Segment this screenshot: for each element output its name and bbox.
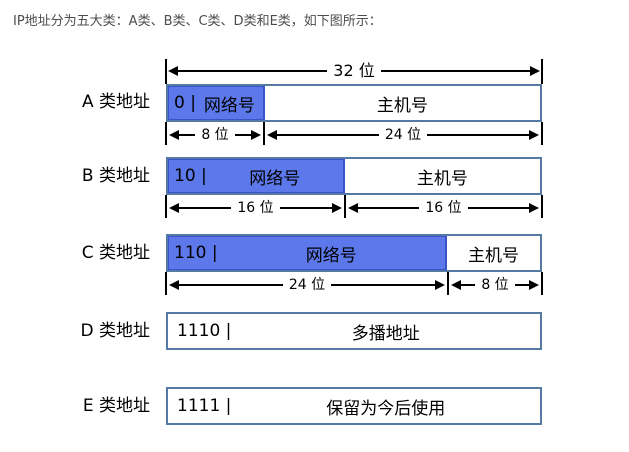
class-d-prefix: 1110 | [177,321,232,341]
class-a-network-segment: 0 | 网络号 [168,86,265,120]
arrow-32bit-label: 32 位 [333,61,375,80]
class-d-content-segment: 1110 | 多播地址 [168,314,540,348]
class-d-box: 1110 | 多播地址 [166,312,542,350]
class-a-prefix: 0 | [174,93,196,113]
arrowhead-left-icon [169,130,179,140]
class-a-host-bits: 24 位 [384,127,422,143]
class-b-host-segment: 主机号 [345,159,540,193]
tick-right [541,59,543,84]
class-b-host-bits-arrow: 16 位 [348,200,540,216]
class-c-label: C 类地址 [81,243,150,263]
arrowhead-left-icon [169,203,179,213]
class-b-network-bits-arrow: 16 位 [169,200,343,216]
class-c-box: 110 | 网络号 主机号 [166,234,542,272]
class-c-host-bits: 8 位 [481,277,509,293]
arrowhead-left-icon [168,66,178,76]
class-e-prefix: 1111 | [177,396,232,416]
class-c-host-label: 主机号 [468,245,519,266]
class-c-bits-arrow-zone: 24 位 8 位 [165,272,543,295]
class-a-network-label: 网络号 [203,95,255,116]
class-b-host-label: 主机号 [416,168,468,189]
class-c-host-bits-arrow: 8 位 [451,277,540,293]
class-a-host-label: 主机号 [376,95,428,116]
class-c-host-segment: 主机号 [447,236,540,270]
class-b-network-segment: 10 | 网络号 [168,159,345,193]
class-a-host-bits-arrow: 24 位 [267,127,540,143]
arrowhead-right-icon [530,66,541,76]
class-c-prefix: 110 | [174,243,218,263]
class-b-bits-arrow-zone: 16 位 16 位 [165,195,543,218]
class-e-content-label: 保留为今后使用 [326,398,446,419]
class-c-network-bits-arrow: 24 位 [169,277,446,293]
arrowhead-right-icon [332,203,343,213]
class-a-box: 0 | 网络号 主机号 [166,84,542,122]
class-b-host-bits: 16 位 [425,200,462,216]
class-e-label: E 类地址 [82,396,150,416]
class-a-network-bits-arrow: 8 位 [169,127,262,143]
class-b-box: 10 | 网络号 主机号 [166,157,542,195]
class-e-content-segment: 1111 | 保留为今后使用 [168,389,540,423]
class-a-label: A 类地址 [81,92,150,112]
arrow-32bit: 32 位 [168,61,541,80]
class-a-host-segment: 主机号 [265,86,540,120]
arrowhead-left-icon [169,280,179,290]
class-b-prefix: 10 | [174,166,207,186]
class-a-bits-arrow-zone: 8 位 24 位 [165,122,543,145]
arrowhead-left-icon [267,130,277,140]
class-b-network-bits: 16 位 [237,200,274,216]
class-d-content-label: 多播地址 [351,323,420,344]
arrowhead-right-icon [529,203,540,213]
class-labels-column: A 类地址 B 类地址 C 类地址 D 类地址 E 类地址 [0,0,158,452]
arrowhead-right-icon [529,130,540,140]
class-e-box: 1111 | 保留为今后使用 [166,387,542,425]
class-c-network-bits: 24 位 [288,277,326,293]
arrowhead-left-icon [348,203,358,213]
arrowhead-right-icon [529,280,540,290]
class-d-label: D 类地址 [80,321,151,341]
arrowhead-right-icon [251,130,262,140]
tick-left [165,59,167,84]
arrowhead-left-icon [451,280,461,290]
total-width-arrow-zone: 32 位 [165,59,543,84]
class-c-network-segment: 110 | 网络号 [168,236,447,270]
arrowhead-right-icon [435,280,446,290]
class-b-network-label: 网络号 [249,168,301,189]
class-b-label: B 类地址 [81,166,150,186]
class-c-network-label: 网络号 [305,245,357,266]
class-a-network-bits: 8 位 [201,127,229,143]
intro-text: IP地址分为五大类：A类、B类、C类、D类和E类，如下图所示： [13,14,382,29]
ip-class-diagram: 32 位 0 | 网络号 主机号 8 位 [165,0,543,452]
